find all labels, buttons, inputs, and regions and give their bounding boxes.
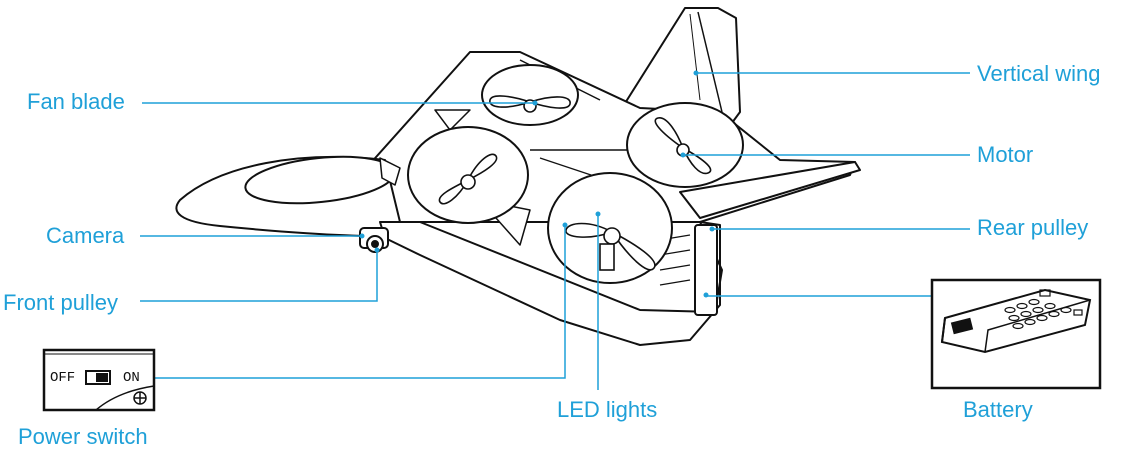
label-power-switch: Power switch — [18, 424, 148, 449]
power-switch-inset — [42, 348, 156, 412]
label-fan-blade: Fan blade — [27, 89, 125, 114]
leader-battery — [705, 295, 932, 297]
label-camera: Camera — [46, 223, 125, 248]
switch-off-label: OFF — [50, 370, 76, 386]
label-led-lights: LED lights — [557, 397, 658, 422]
leader-front-pulley — [140, 250, 378, 302]
leader-power-switch — [154, 225, 566, 379]
propellers — [438, 95, 712, 271]
label-battery: Battery — [963, 397, 1033, 422]
belly-shape — [379, 221, 723, 346]
battery-inset — [930, 278, 1102, 390]
front-pulley-shape — [359, 227, 389, 253]
label-front-pulley: Front pulley — [3, 290, 118, 315]
switch-on-label: ON — [123, 370, 140, 386]
label-rear-pulley: Rear pulley — [977, 215, 1089, 240]
label-motor: Motor — [977, 142, 1034, 167]
label-vertical-wing: Vertical wing — [977, 61, 1101, 86]
